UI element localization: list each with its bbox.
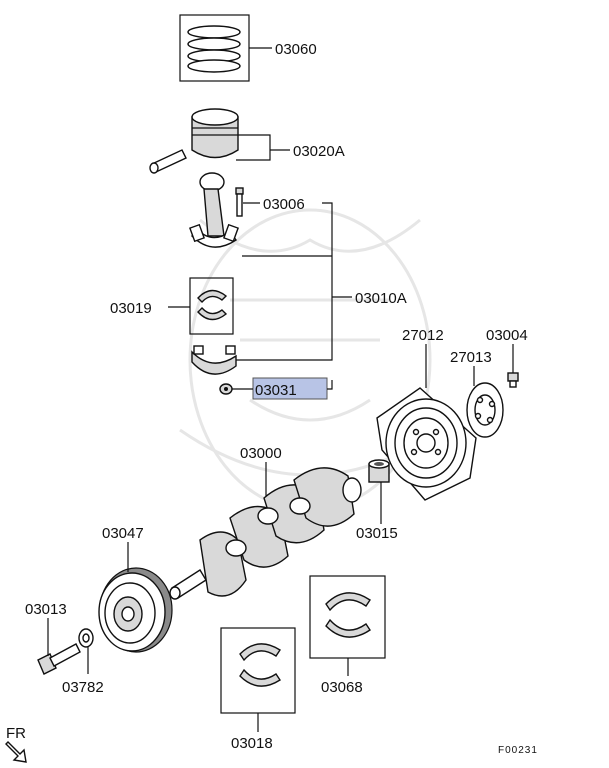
piston-icon <box>149 108 239 174</box>
main-bearing-lower-box <box>220 627 296 714</box>
part-label-03004[interactable]: 03004 <box>486 327 528 344</box>
part-label-03013[interactable]: 03013 <box>25 601 67 618</box>
part-label-03010A[interactable]: 03010A <box>355 290 407 307</box>
front-direction-label: FR <box>6 725 26 742</box>
piston-group: 03020A <box>149 108 345 174</box>
drive-plate-group: 27012 <box>376 327 477 501</box>
conrod-bearing-icon <box>197 289 228 321</box>
front-arrow-icon <box>5 741 27 763</box>
main-bearing-upper-group: 03068 <box>309 575 386 696</box>
part-label-03068[interactable]: 03068 <box>321 679 363 696</box>
part-label-03000[interactable]: 03000 <box>240 445 282 462</box>
main-bearing-lower-icon <box>239 643 281 687</box>
main-bearing-upper-icon <box>325 592 371 638</box>
part-label-03782[interactable]: 03782 <box>62 679 104 696</box>
part-label-03015[interactable]: 03015 <box>356 525 398 542</box>
part-label-27013[interactable]: 27013 <box>450 349 492 366</box>
diagram-code: F00231 <box>498 745 538 756</box>
pulley-washer-icon <box>78 628 94 648</box>
rod-nut-group: 03031 <box>219 377 333 400</box>
conrod-bearing-box <box>189 277 234 335</box>
drive-plate-icon <box>376 387 477 501</box>
pilot-bushing-icon <box>368 459 390 483</box>
crank-pulley-icon <box>98 567 173 653</box>
pulley-bolt-icon <box>37 643 81 675</box>
piston-rings-group: 03060 <box>179 14 317 82</box>
rod-bolt-group: 03006 <box>235 187 305 217</box>
part-label-03031[interactable]: 03031 <box>255 382 297 399</box>
part-label-03006[interactable]: 03006 <box>263 196 305 213</box>
part-label-03047[interactable]: 03047 <box>102 525 144 542</box>
crankshaft-group: 03000 <box>169 445 362 600</box>
connecting-rod-icon <box>189 172 239 248</box>
main-bearing-lower-group: 03018 <box>220 627 296 752</box>
drive-plate-bolt-group: 03004 <box>486 327 528 388</box>
pulley-washer-group: 03782 <box>62 628 104 696</box>
pilot-bushing-group: 03015 <box>356 459 398 542</box>
part-label-27012[interactable]: 27012 <box>402 327 444 344</box>
rod-bolt-icon <box>235 187 244 217</box>
rod-nut-icon <box>219 383 233 395</box>
rod-cap-icon <box>191 345 237 375</box>
part-label-03060[interactable]: 03060 <box>275 41 317 58</box>
piston-rings-icon <box>187 25 241 73</box>
adapter-plate-icon <box>466 382 504 438</box>
front-direction-indicator: FR <box>5 725 27 763</box>
adapter-plate-group: 27013 <box>450 349 504 438</box>
main-bearing-upper-box <box>309 575 386 659</box>
part-label-03019[interactable]: 03019 <box>110 300 152 317</box>
part-label-03020A[interactable]: 03020A <box>293 143 345 160</box>
crankshaft-icon <box>169 467 362 600</box>
pulley-bolt-group: 03013 <box>25 601 81 675</box>
part-label-03018[interactable]: 03018 <box>231 735 273 752</box>
crank-pulley-group: 03047 <box>98 525 173 653</box>
conrod-bearing-group: 03019 <box>110 277 234 335</box>
drive-plate-bolt-icon <box>507 372 519 388</box>
